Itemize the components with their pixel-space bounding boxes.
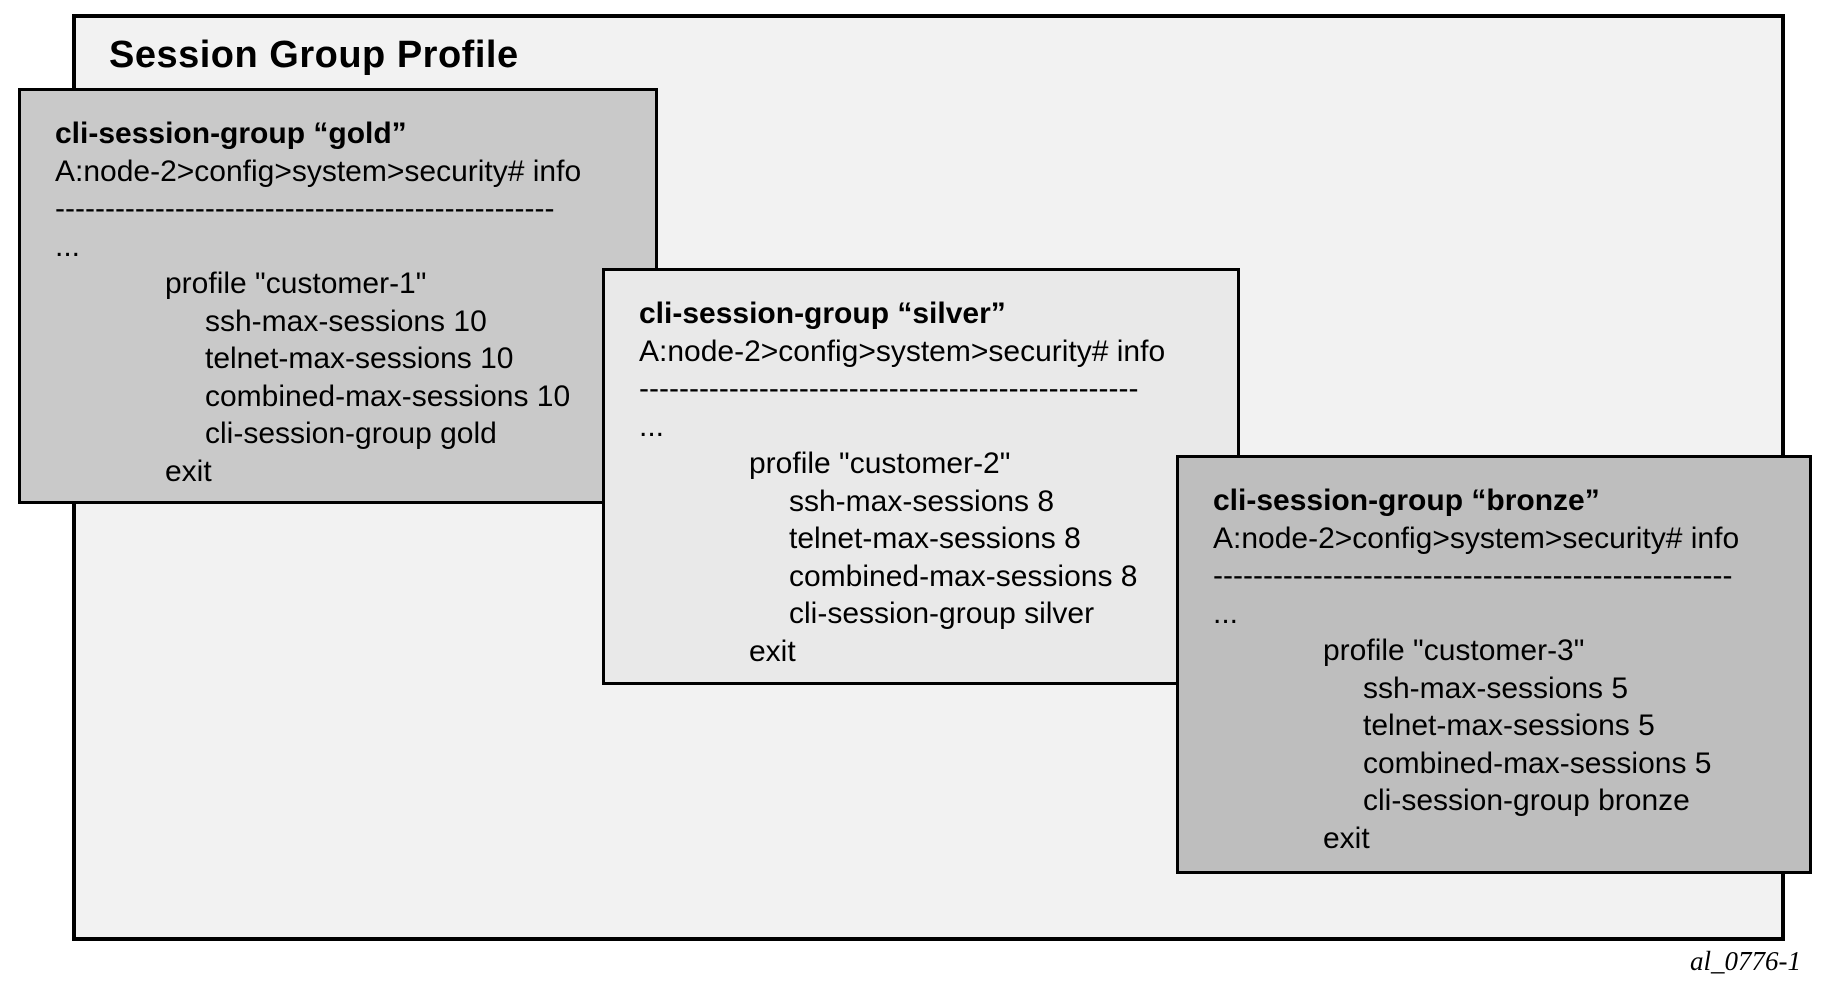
box-heading-silver: cli-session-group “silver” bbox=[639, 297, 1006, 330]
cli-line-divider: ----------------------------------------… bbox=[1213, 559, 1733, 592]
cli-line-divider: ----------------------------------------… bbox=[639, 372, 1139, 405]
cli-line-combined-max-sessions: combined-max-sessions 10 bbox=[205, 379, 571, 413]
box-heading-bronze: cli-session-group “bronze” bbox=[1213, 484, 1600, 517]
cli-line-ssh-max-sessions: ssh-max-sessions 8 bbox=[789, 484, 1055, 518]
session-group-box-silver: cli-session-group “silver” A:node-2>conf… bbox=[602, 268, 1240, 685]
cli-line-ellipsis: ... bbox=[639, 409, 665, 443]
cli-line-prompt: A:node-2>config>system>security# info bbox=[639, 334, 1166, 368]
cli-line-profile: profile "customer-2" bbox=[749, 447, 1011, 480]
cli-line-cli-session-group: cli-session-group silver bbox=[789, 597, 1095, 630]
box-heading-gold: cli-session-group “gold” bbox=[55, 117, 407, 150]
cli-line-combined-max-sessions: combined-max-sessions 5 bbox=[1363, 746, 1712, 780]
cli-line-cli-session-group: cli-session-group gold bbox=[205, 417, 497, 450]
cli-line-exit: exit bbox=[749, 634, 796, 668]
cli-line-exit: exit bbox=[1323, 821, 1370, 855]
cli-line-combined-max-sessions: combined-max-sessions 8 bbox=[789, 559, 1138, 593]
cli-line-telnet-max-sessions: telnet-max-sessions 8 bbox=[789, 522, 1081, 555]
cli-line-cli-session-group: cli-session-group bronze bbox=[1363, 784, 1690, 817]
cli-line-prompt: A:node-2>config>system>security# info bbox=[55, 154, 582, 188]
cli-line-telnet-max-sessions: telnet-max-sessions 10 bbox=[205, 342, 514, 375]
cli-line-exit: exit bbox=[165, 454, 212, 488]
figure-id: al_0776-1 bbox=[1690, 946, 1801, 976]
session-group-box-gold: cli-session-group “gold” A:node-2>config… bbox=[18, 88, 658, 504]
cli-line-prompt: A:node-2>config>system>security# info bbox=[1213, 521, 1740, 555]
cli-line-ellipsis: ... bbox=[55, 229, 81, 263]
cli-line-profile: profile "customer-3" bbox=[1323, 634, 1585, 667]
diagram-title: Session Group Profile bbox=[109, 34, 519, 76]
cli-line-divider: ----------------------------------------… bbox=[55, 192, 555, 225]
cli-line-ssh-max-sessions: ssh-max-sessions 5 bbox=[1363, 671, 1629, 705]
cli-line-ssh-max-sessions: ssh-max-sessions 10 bbox=[205, 304, 487, 338]
cli-line-profile: profile "customer-1" bbox=[165, 267, 427, 300]
session-group-box-bronze: cli-session-group “bronze” A:node-2>conf… bbox=[1176, 455, 1812, 874]
cli-line-ellipsis: ... bbox=[1213, 596, 1239, 630]
cli-line-telnet-max-sessions: telnet-max-sessions 5 bbox=[1363, 709, 1655, 742]
